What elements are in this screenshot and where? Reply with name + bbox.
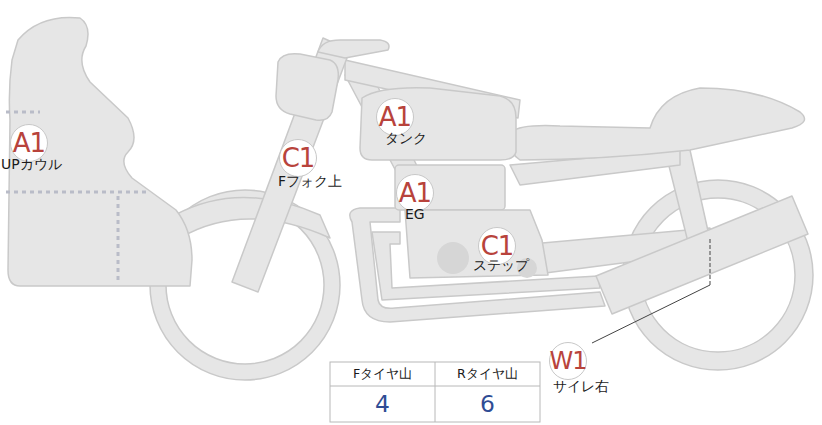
damage-callout: C1ステップ [478,227,516,265]
damage-callout: C1Fフォク上 [279,139,317,177]
damage-callout: A1タンク [376,98,414,136]
table-value: 6 [435,386,540,422]
table-header: Rタイヤ山 [435,362,540,386]
upper-cowl [8,17,192,286]
damage-callout: A1UPカウル [10,124,48,162]
front-fork [232,38,350,292]
damage-code: C1 [282,145,315,171]
fuel-tank [360,88,516,160]
leader-line [710,238,711,285]
seat [510,88,805,160]
headlight [276,54,338,121]
table-frame [330,362,540,422]
part-name: UPカウル [1,157,62,172]
engine-cover [437,242,469,274]
silencer [596,196,808,314]
panel-line [117,196,120,284]
damage-code: A1 [13,130,45,156]
part-name: Fフォク上 [278,174,342,189]
damage-callout: A1EG [396,174,434,212]
exhaust-pipe [372,232,600,300]
table-value: 4 [330,386,435,422]
part-name: ステップ [473,258,529,273]
leader-line [592,285,710,343]
damage-code: W1 [550,349,587,373]
panel-line [6,191,150,194]
callout-circle: W1 [549,342,587,380]
panel-line [6,111,40,114]
table-header: Fタイヤ山 [330,362,435,386]
part-name: タンク [385,131,427,146]
table-rule [435,362,436,422]
damage-code: C1 [481,233,514,259]
damage-code: A1 [379,104,411,130]
part-name: EG [405,207,425,222]
callout-circle: C1 [279,139,317,177]
engine-head [395,165,505,210]
damage-code: A1 [399,180,431,206]
damage-callout: W1サイレ右 [549,342,587,380]
part-name: サイレ右 [553,379,609,394]
handlebar [318,40,389,58]
exhaust-pipe [350,208,605,322]
engine-block [405,210,548,278]
